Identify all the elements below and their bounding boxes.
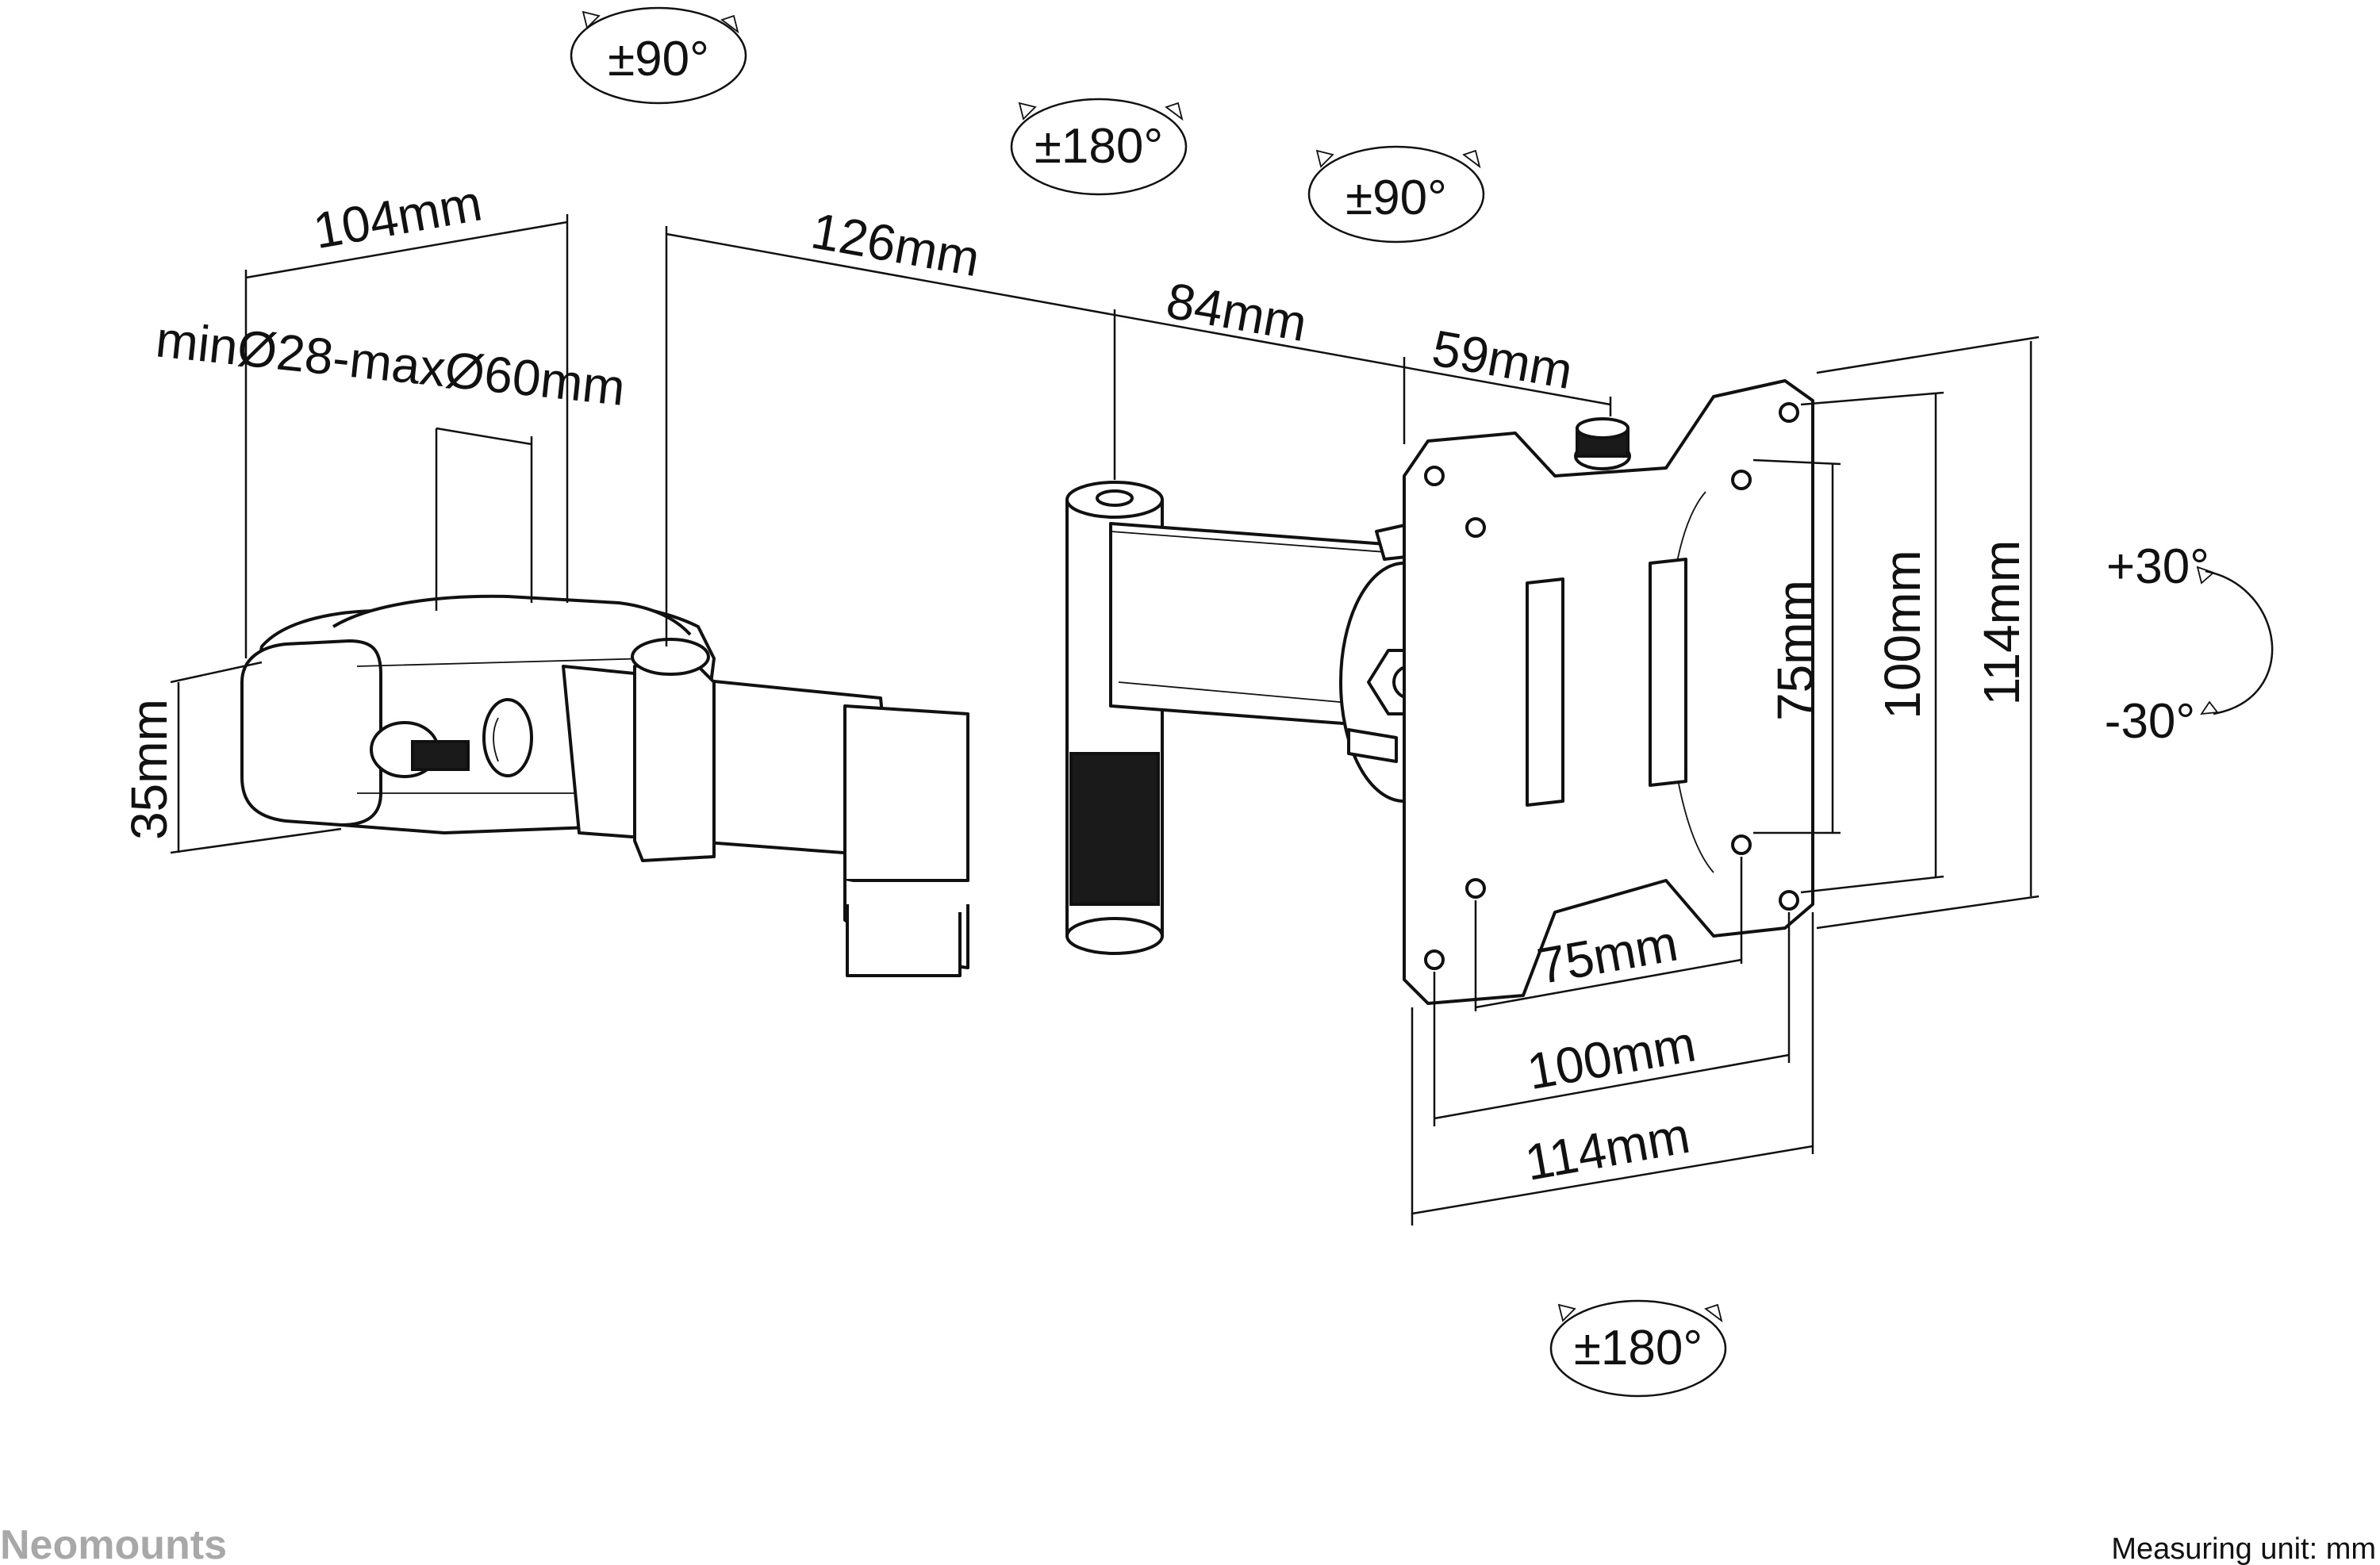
rotation-label: ±180° (1574, 1321, 1702, 1375)
head-depth-label: 59mm (1428, 319, 1577, 400)
tilt-arc (2205, 570, 2274, 715)
clamp (240, 594, 716, 834)
tilt-down-label: -30° (2105, 694, 2195, 749)
arm-swivel-ellipse (1010, 98, 1188, 196)
clamp-range-label: minØ28-maxØ60mm (153, 310, 628, 416)
clamp-width-label: 104mm (309, 174, 486, 259)
clamp-swivel-label: ±90° (608, 32, 709, 86)
dimension-lines (170, 214, 2040, 1226)
first-arm (562, 638, 969, 977)
vesa-small-h-label: 75mm (1533, 914, 1682, 995)
head-swivel-ellipse (1307, 145, 1485, 244)
vesa-plate (1403, 379, 1814, 1005)
clamp-swivel-ellipse (570, 6, 747, 105)
head-swivel-label: ±90° (1345, 171, 1447, 225)
plate-width-label: 114mm (1521, 1107, 1694, 1191)
rotation-ellipse (1549, 1299, 1727, 1398)
clamp-height-label: 35mm (121, 699, 178, 840)
tilt-up-label: +30° (2106, 539, 2209, 594)
plate-height-label: 114mm (1973, 540, 2030, 706)
brand-logo: Neomounts (0, 1522, 227, 1565)
unit-note: Measuring unit: mm (2111, 1532, 2376, 1565)
monitor-arm (240, 379, 1814, 1005)
arm2-length-label: 84mm (1162, 271, 1311, 352)
vesa-small-v-label: 75mm (1767, 580, 1824, 721)
rotation-indicators (570, 6, 2274, 1398)
vesa-large-v-label: 100mm (1874, 550, 1931, 719)
arm-swivel-label: ±180° (1035, 119, 1163, 174)
